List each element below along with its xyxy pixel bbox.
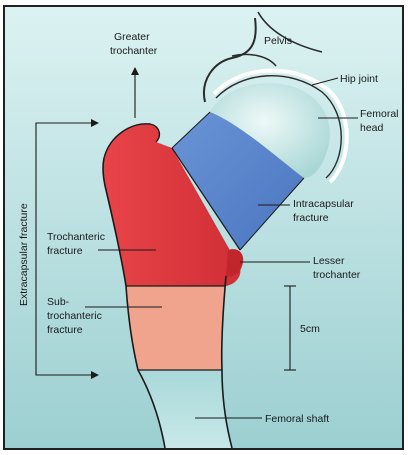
subtrochanteric-label-2: trochanteric bbox=[47, 310, 102, 322]
greater-trochanter-label-1: Greater bbox=[114, 31, 150, 43]
femoral-head-label-2: head bbox=[360, 122, 384, 134]
subtrochanteric-region bbox=[126, 286, 226, 370]
subtrochanteric-label-3: fracture bbox=[47, 324, 83, 336]
femoral-shaft-label: Femoral shaft bbox=[265, 413, 329, 425]
subtrochanteric-label-1: Sub- bbox=[47, 296, 70, 308]
pelvis-label: Pelvis bbox=[264, 35, 292, 47]
intracapsular-label-1: Intracapsular bbox=[293, 198, 354, 210]
lesser-trochanter-label-2: trochanter bbox=[313, 269, 361, 281]
measure-label: 5cm bbox=[300, 323, 320, 335]
trochanteric-label-1: Trochanteric bbox=[47, 231, 105, 243]
greater-trochanter-label-2: trochanter bbox=[110, 45, 158, 57]
extracapsular-label: Extracapsular fracture bbox=[18, 203, 30, 306]
femoral-head-label-1: Femoral bbox=[360, 108, 399, 120]
intracapsular-label-2: fracture bbox=[293, 212, 329, 224]
lesser-trochanter-label-1: Lesser bbox=[313, 255, 345, 267]
hip-joint-label: Hip joint bbox=[340, 73, 378, 85]
trochanteric-label-2: fracture bbox=[47, 245, 83, 257]
